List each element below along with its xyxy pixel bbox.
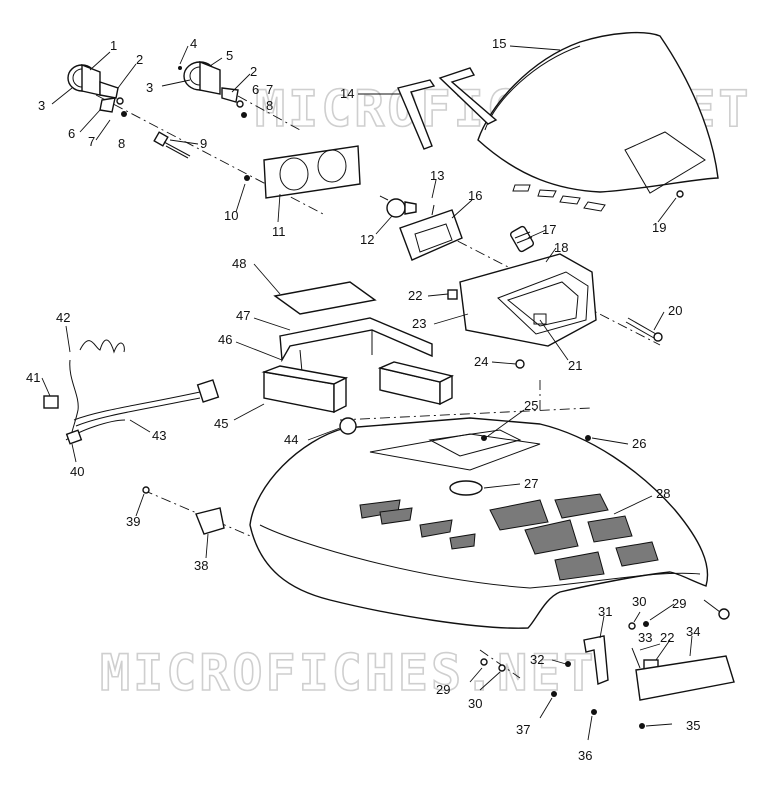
nut <box>515 359 525 369</box>
callout-22b: 22 <box>660 630 674 645</box>
callout-23: 23 <box>412 316 426 331</box>
callout-14: 14 <box>340 86 354 101</box>
bracket-plate <box>273 281 377 315</box>
gauge-left <box>67 63 127 117</box>
callout-6b: 6 <box>252 82 259 97</box>
watermark-bottom: MICROFICHES.NET <box>100 644 597 702</box>
headlight-shroud <box>459 253 597 347</box>
clip <box>447 289 458 300</box>
callout-18: 18 <box>554 240 568 255</box>
side-hardware <box>142 435 730 620</box>
callout-2b: 2 <box>250 64 257 79</box>
foam-block-right <box>377 361 455 406</box>
callout-labels: 1 2 3 6 7 8 4 5 3 2 6 7 8 9 10 11 12 13 … <box>26 36 700 763</box>
screw <box>244 175 250 181</box>
foam-block-left <box>261 365 349 414</box>
callout-15: 15 <box>492 36 506 51</box>
callout-36: 36 <box>578 748 592 763</box>
callout-39: 39 <box>126 514 140 529</box>
callout-20: 20 <box>668 303 682 318</box>
callout-8b: 8 <box>266 98 273 113</box>
callout-26: 26 <box>632 436 646 451</box>
callout-10: 10 <box>224 208 238 223</box>
callout-38: 38 <box>194 558 208 573</box>
callout-3b: 3 <box>146 80 153 95</box>
callout-4: 4 <box>190 36 197 51</box>
callout-9: 9 <box>200 136 207 151</box>
callout-31: 31 <box>598 604 612 619</box>
windshield-trim-brackets <box>397 67 498 150</box>
callout-19: 19 <box>652 220 666 235</box>
callout-22: 22 <box>408 288 422 303</box>
bolt <box>153 131 191 159</box>
leader-lines <box>41 45 693 741</box>
callout-41: 41 <box>26 370 40 385</box>
callout-47: 47 <box>236 308 250 323</box>
callout-30b: 30 <box>468 696 482 711</box>
callout-5: 5 <box>226 48 233 63</box>
callout-12: 12 <box>360 232 374 247</box>
callout-29: 29 <box>672 596 686 611</box>
callout-8: 8 <box>118 136 125 151</box>
callout-46: 46 <box>218 332 232 347</box>
gauge-right <box>178 60 247 118</box>
headlight-bulb <box>379 195 417 218</box>
rear-bracket-assembly <box>480 621 735 729</box>
callout-32: 32 <box>530 652 544 667</box>
callout-1: 1 <box>110 38 117 53</box>
callout-48: 48 <box>232 256 246 271</box>
callout-29b: 29 <box>436 682 450 697</box>
callout-16: 16 <box>468 188 482 203</box>
headlight-housing <box>399 204 463 261</box>
callout-7b: 7 <box>266 82 273 97</box>
wiring-harness <box>43 339 220 445</box>
callout-25: 25 <box>524 398 538 413</box>
callout-6: 6 <box>68 126 75 141</box>
callout-35: 35 <box>686 718 700 733</box>
hood <box>249 417 709 629</box>
callout-30: 30 <box>632 594 646 609</box>
callout-17: 17 <box>542 222 556 237</box>
callout-37: 37 <box>516 722 530 737</box>
callout-43: 43 <box>152 428 166 443</box>
callout-11: 11 <box>272 224 286 239</box>
callout-2: 2 <box>136 52 143 67</box>
callout-33: 33 <box>638 630 652 645</box>
callout-24: 24 <box>474 354 488 369</box>
callout-34: 34 <box>686 624 700 639</box>
spring <box>509 225 535 253</box>
callout-27: 27 <box>524 476 538 491</box>
callout-21: 21 <box>568 358 582 373</box>
callout-40: 40 <box>70 464 84 479</box>
callout-42: 42 <box>56 310 70 325</box>
shroud-bolt <box>625 317 663 342</box>
callout-45: 45 <box>214 416 228 431</box>
callout-13: 13 <box>430 168 444 183</box>
callout-3: 3 <box>38 98 45 113</box>
callout-7: 7 <box>88 134 95 149</box>
callout-44: 44 <box>284 432 298 447</box>
mounting-bracket <box>279 317 433 373</box>
windshield <box>477 31 719 212</box>
callout-28: 28 <box>656 486 670 501</box>
gauge-panel <box>263 145 361 199</box>
